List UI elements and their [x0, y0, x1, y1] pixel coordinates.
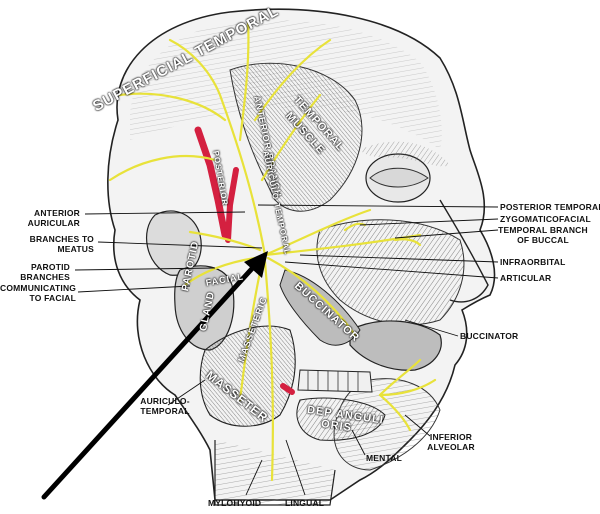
temporal-muscle: [229, 62, 363, 212]
lips: [349, 320, 442, 371]
lingual-label: LINGUAL: [285, 498, 325, 508]
leader-lines: [74, 204, 499, 496]
buccinator-label: BUCCINATOR: [460, 331, 519, 341]
face-muscles: [316, 219, 465, 326]
posterior-temporal-label: POSTERIOR TEMPORAL: [500, 202, 600, 212]
articular-label: ARTICULAR: [500, 273, 552, 283]
temporal-artery-2: [225, 167, 239, 243]
neck: [214, 440, 336, 506]
nose: [439, 199, 489, 303]
depressor-anguli-oris: [296, 397, 386, 441]
pointer-arrow: [41, 251, 268, 500]
buccinator-muscle: [279, 269, 361, 346]
mylohyoid-label: MYLOHYOID: [208, 498, 262, 508]
temporal-artery: [194, 126, 229, 239]
zygomaticofacial-label: ZYGOMATICOFACIAL: [500, 214, 591, 224]
infraorbital-label: INFRAORBITAL: [500, 257, 566, 267]
nerve-branches: [108, 18, 437, 482]
facial-artery: [280, 383, 295, 395]
mental-label: MENTAL: [366, 453, 402, 463]
auriculo-temporal-label: AURICULO-TEMPORAL: [140, 396, 190, 416]
teeth-row: [297, 369, 373, 393]
